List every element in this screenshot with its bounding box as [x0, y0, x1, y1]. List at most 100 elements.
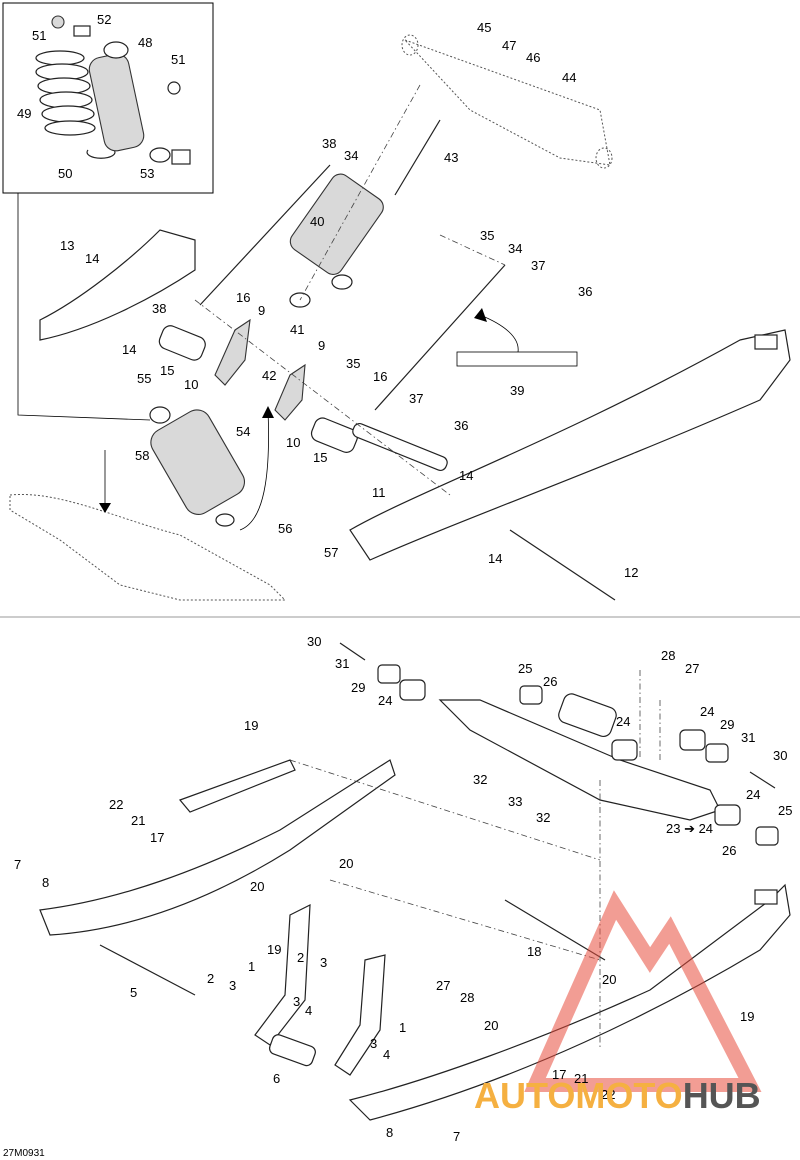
callout-label: 35 [346, 356, 360, 371]
bushing-24-b [611, 739, 638, 761]
callout-label: 52 [97, 12, 111, 27]
callout-label: 29 [720, 717, 734, 732]
callout-label: 17 [552, 1067, 566, 1082]
callout-label: 42 [262, 368, 276, 383]
watermark-part-1: AUTO [474, 1075, 575, 1116]
tube-15-b [310, 417, 359, 453]
callout-label: 30 [307, 634, 321, 649]
arm-1-a [254, 904, 311, 1046]
callout-label: 31 [335, 656, 349, 671]
callout-label: 34 [344, 148, 358, 163]
callout-label: 19 [740, 1009, 754, 1024]
spring-49 [35, 50, 96, 136]
callout-label: 44 [562, 70, 576, 85]
callout-label: 4 [383, 1047, 390, 1062]
callout-label: 2 [297, 950, 304, 965]
callout-label: 37 [531, 258, 545, 273]
callout-label: 18 [527, 944, 541, 959]
callout-label: 10 [286, 435, 300, 450]
inset-leader-line [17, 193, 151, 421]
callout-label: 55 [137, 371, 151, 386]
callout-label: 54 [236, 424, 250, 439]
callout-label: 5 [130, 985, 137, 1000]
left-rail-bottom [39, 759, 396, 936]
callout-label: 26 [722, 843, 736, 858]
shock-54 [149, 406, 246, 527]
callout-label: 14 [122, 342, 136, 357]
callout-label: 41 [290, 322, 304, 337]
callout-label: 1 [399, 1020, 406, 1035]
callout-label: 3 [293, 994, 300, 1009]
callout-label: 13 [60, 238, 74, 253]
bushing-29-a [377, 664, 401, 684]
callout-label: 9 [318, 338, 325, 353]
callout-label: 45 [477, 20, 491, 35]
callout-label: 32 [473, 772, 487, 787]
callout-label: 3 [320, 955, 327, 970]
callout-label: 27 [436, 978, 450, 993]
bushing-25-a [519, 685, 543, 705]
callout-label: 14 [488, 551, 502, 566]
shock-40 [289, 119, 441, 308]
bushing-52 [73, 25, 91, 37]
rod-5 [99, 944, 196, 996]
callout-label: 33 [508, 794, 522, 809]
callout-label: 46 [526, 50, 540, 65]
callout-label: 23 ➔ 24 [666, 821, 713, 836]
nut-51 [51, 15, 65, 29]
tube-6 [268, 1034, 316, 1067]
callout-label: 27 [685, 661, 699, 676]
rod-12 [509, 529, 616, 601]
bushing-53 [171, 149, 191, 165]
callout-label: 25 [518, 661, 532, 676]
callout-label: 30 [773, 748, 787, 763]
callout-label: 8 [386, 1125, 393, 1140]
callout-label: 7 [453, 1129, 460, 1144]
callout-label: 28 [460, 990, 474, 1005]
washer-51 [167, 81, 181, 95]
callout-label: 58 [135, 448, 149, 463]
callout-label: 53 [140, 166, 154, 181]
callout-label: 51 [171, 52, 185, 67]
callout-label: 19 [267, 942, 281, 957]
callout-label: 31 [741, 730, 755, 745]
callout-label: 26 [543, 674, 557, 689]
callout-label: 24 [378, 693, 392, 708]
rod-34-right [374, 264, 506, 411]
right-rail-top [349, 329, 791, 561]
callout-label: 15 [160, 363, 174, 378]
callout-label: 6 [273, 1071, 280, 1086]
callout-label: 35 [480, 228, 494, 243]
right-rail-bottom [348, 883, 791, 1121]
callout-label: 48 [138, 35, 152, 50]
label-decal-39 [456, 351, 578, 367]
callout-label: 57 [324, 545, 338, 560]
callout-label: 10 [184, 377, 198, 392]
callout-label: 14 [459, 468, 473, 483]
watermark-text: AUTOMOTOHUB [474, 1075, 761, 1116]
bushing-24-c [679, 729, 706, 751]
rod-34-left [199, 164, 331, 306]
shock-48 [88, 41, 171, 163]
bushing-24-d [714, 804, 741, 826]
callout-label: 56 [278, 521, 292, 536]
callout-label: 36 [578, 284, 592, 299]
clip-50 [86, 149, 116, 159]
callout-label: 4 [305, 1003, 312, 1018]
callout-label: 25 [778, 803, 792, 818]
callout-label: 28 [661, 648, 675, 663]
callout-label: 1 [248, 959, 255, 974]
watermark-logo [524, 890, 762, 1092]
callout-label: 38 [322, 136, 336, 151]
front-arm-outline [404, 39, 611, 166]
callout-label: 16 [373, 369, 387, 384]
callout-label: 24 [700, 704, 714, 719]
callout-label: 34 [508, 241, 522, 256]
callout-label: 20 [602, 972, 616, 987]
bolt-30-b [749, 771, 776, 789]
callout-label: 3 [229, 978, 236, 993]
callout-label: 3 [370, 1036, 377, 1051]
callout-label: 36 [454, 418, 468, 433]
